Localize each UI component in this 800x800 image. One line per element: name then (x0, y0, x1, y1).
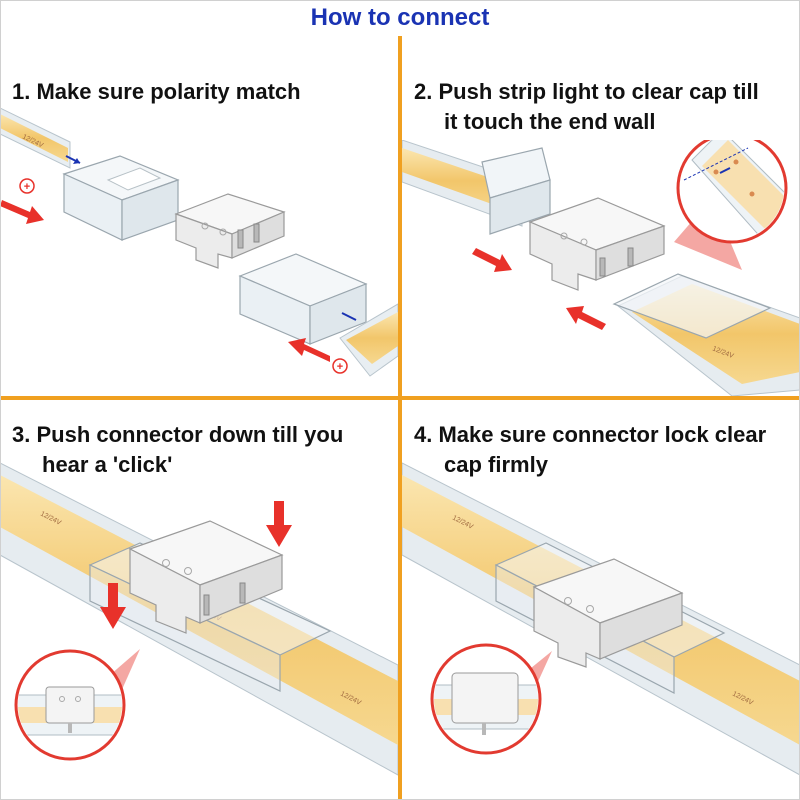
step-text: Push strip light to clear cap till (438, 79, 759, 104)
clear-cap (481, 147, 551, 235)
arrow-left-icon (288, 338, 330, 362)
step-number: 3. (12, 422, 31, 447)
horizontal-divider (0, 396, 800, 400)
plus-circle-icon: + (19, 178, 35, 194)
step-text-line2: hear a 'click' (42, 452, 173, 477)
connector-clip (128, 520, 284, 634)
step-number: 2. (414, 79, 433, 104)
step-3-illustration: 12/24V 12/24V 12/24V (0, 462, 398, 776)
magnifier-circle-icon (14, 649, 140, 761)
clear-cap (238, 253, 368, 345)
arrow-right-icon (0, 200, 44, 224)
clear-cap (62, 155, 180, 241)
led-strip-left: 12/24V (0, 108, 71, 169)
plus-circle-icon: + (332, 358, 348, 374)
step-1-illustration: 12/24V + + (0, 108, 398, 377)
step-number: 4. (414, 422, 433, 447)
connector-clip (528, 197, 666, 291)
step-4-label: 4. Make sure connector lock clear cap fi… (414, 420, 766, 480)
magnifier-circle-icon (430, 643, 552, 755)
arrow-down-icon (266, 501, 292, 547)
led-strip-right (339, 303, 398, 377)
step-3-label: 3. Push connector down till you hear a '… (12, 420, 343, 480)
arrow-right-icon (472, 248, 512, 272)
magnifier-circle-icon (674, 140, 788, 270)
step-text: Push connector down till you (36, 422, 344, 447)
connector-clip (532, 558, 684, 668)
step-2-label: 2. Push strip light to clear cap till it… (414, 77, 759, 137)
step-1-label: 1. Make sure polarity match (12, 77, 301, 107)
svg-text:+: + (24, 181, 30, 193)
polarity-indicator-icon (719, 167, 731, 174)
step-4-illustration: 12/24V 12/24V (402, 462, 800, 776)
arrow-down-icon (100, 583, 126, 629)
svg-text:+: + (337, 361, 343, 373)
step-text-line2: cap firmly (444, 452, 548, 477)
step-text: Make sure polarity match (36, 79, 301, 104)
arrow-left-icon (566, 306, 606, 330)
vertical-divider (398, 36, 402, 800)
step-number: 1. (12, 79, 31, 104)
connector-clip (174, 193, 286, 269)
clear-cap (612, 273, 772, 339)
step-text-line2: it touch the end wall (444, 109, 656, 134)
step-2-illustration: 12/24V (402, 140, 800, 396)
step-text: Make sure connector lock clear (438, 422, 767, 447)
polarity-indicator-icon (341, 312, 357, 321)
page-title: How to connect (310, 4, 490, 31)
